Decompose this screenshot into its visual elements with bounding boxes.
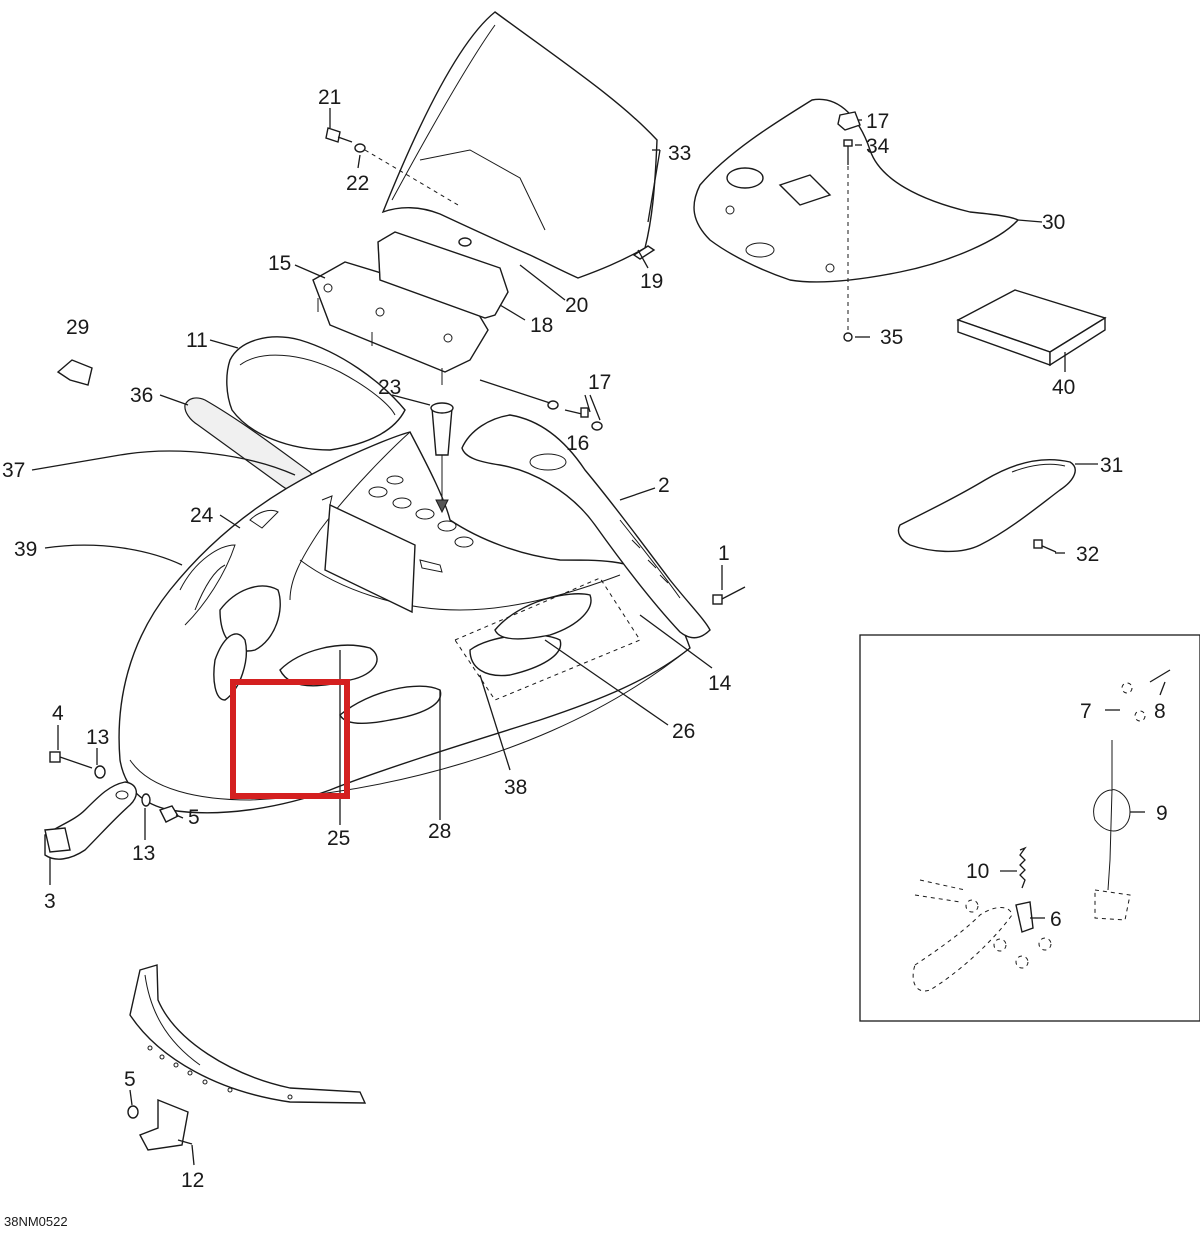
callout-8: 8: [1154, 700, 1166, 723]
console-cover-part: [312, 261, 489, 385]
callout-29: 29: [66, 316, 89, 339]
callout-7: 7: [1080, 700, 1092, 723]
callout-6: 6: [1050, 908, 1062, 931]
callout-32: 32: [1076, 543, 1099, 566]
deflector-part: [897, 459, 1076, 553]
callout-17b: 17: [866, 110, 889, 133]
callout-21: 21: [318, 86, 341, 109]
callout-36: 36: [130, 384, 153, 407]
callout-15: 15: [268, 252, 291, 275]
callout-26: 26: [672, 720, 695, 743]
callout-35: 35: [880, 326, 903, 349]
callout-3: 3: [44, 890, 56, 913]
detail-inset-box: [859, 634, 1200, 1022]
callout-28: 28: [428, 820, 451, 843]
drawing-code: 38NM0522: [4, 1214, 68, 1229]
callout-20: 20: [565, 294, 588, 317]
callout-19: 19: [640, 270, 663, 293]
callout-labels: 1 2 3 4 5 5 6 7 8 9 10 11 12 13 13 14 15…: [2, 86, 1168, 1192]
side-panel-part: [461, 414, 711, 639]
callout-12: 12: [181, 1169, 204, 1192]
handle-part: [226, 336, 406, 451]
highlight-box: [230, 679, 350, 799]
callout-13b: 13: [132, 842, 155, 865]
callout-18: 18: [530, 314, 553, 337]
callout-14: 14: [708, 672, 732, 695]
callout-40: 40: [1052, 376, 1075, 399]
callout-4: 4: [52, 702, 64, 725]
hood-body-part: [118, 431, 691, 814]
foam-block-part: [956, 289, 1107, 367]
callout-9: 9: [1156, 802, 1168, 825]
callout-16: 16: [566, 432, 589, 455]
callout-10: 10: [966, 860, 989, 883]
windshield-part: [381, 11, 658, 279]
callout-25: 25: [327, 827, 350, 850]
callout-2: 2: [658, 474, 670, 497]
bracket-part: [44, 781, 137, 860]
callout-1: 1: [718, 542, 730, 565]
callout-30: 30: [1042, 211, 1065, 234]
callout-37: 37: [2, 459, 25, 482]
callout-22: 22: [346, 172, 369, 195]
console-pad-part: [377, 231, 509, 319]
callout-23: 23: [378, 376, 401, 399]
callout-17a: 17: [588, 371, 611, 394]
hardware-parts: [49, 111, 1057, 823]
callout-39: 39: [14, 538, 37, 561]
callout-11: 11: [186, 329, 208, 352]
callout-38: 38: [504, 776, 527, 799]
callout-34: 34: [866, 135, 890, 158]
callout-13a: 13: [86, 726, 109, 749]
callout-31: 31: [1100, 454, 1123, 477]
tube-part: [430, 402, 454, 514]
callout-5b: 5: [124, 1068, 136, 1091]
callout-33: 33: [668, 142, 691, 165]
leader-lines: [31, 108, 1166, 1166]
bumper-frame-part: [127, 964, 367, 1151]
callout-5a: 5: [188, 806, 200, 829]
callout-24: 24: [190, 504, 214, 527]
rear-tray-part: [693, 98, 1020, 335]
